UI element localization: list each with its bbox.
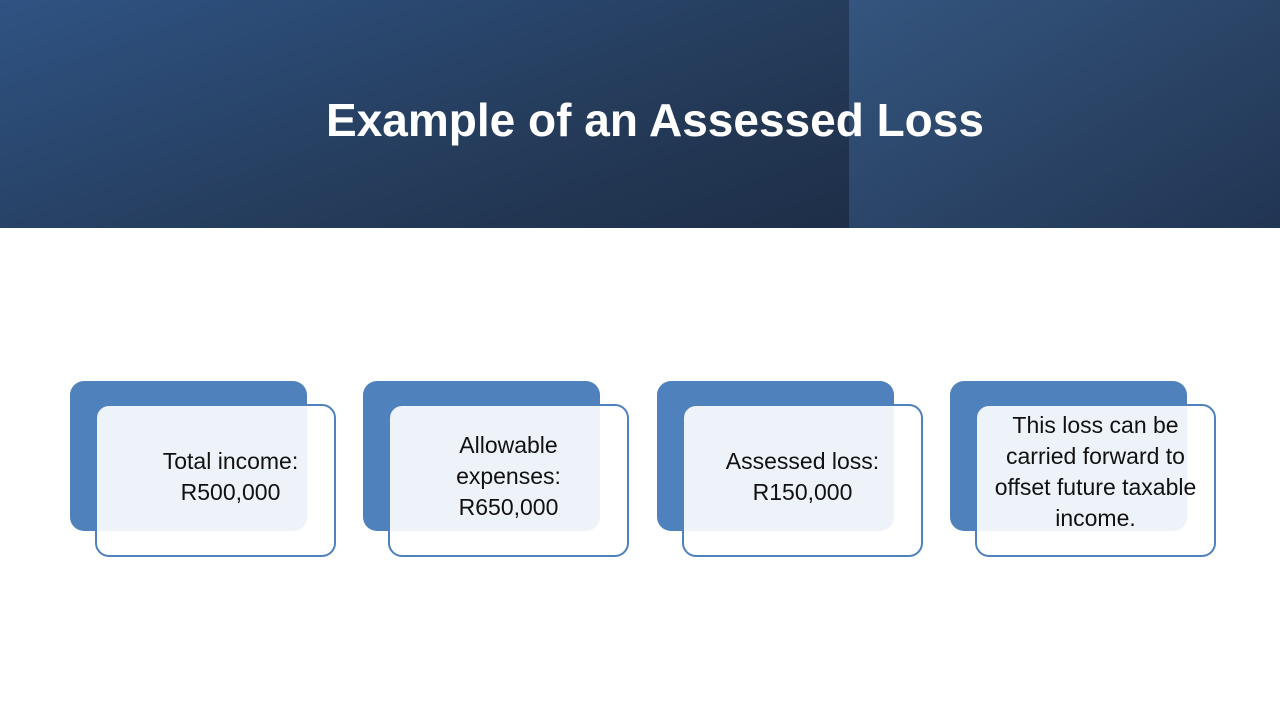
title-banner: Example of an Assessed Loss — [0, 0, 1280, 228]
card-total-income: Total income: R500,000 — [70, 381, 340, 559]
card-front-shape: This loss can be carried forward to offs… — [975, 404, 1216, 557]
card-text: This loss can be carried forward to offs… — [994, 411, 1197, 531]
slide-title: Example of an Assessed Loss — [326, 94, 984, 146]
card-assessed-loss: Assessed loss: R150,000 — [657, 381, 927, 559]
card-carry-forward: This loss can be carried forward to offs… — [950, 381, 1220, 559]
card-allowable-expenses: Allowable expenses: R650,000 — [363, 381, 633, 559]
card-text: Assessed loss: R150,000 — [725, 447, 880, 505]
card-text: Allowable expenses: R650,000 — [456, 432, 561, 520]
card-front-shape: Total income: R500,000 — [95, 404, 336, 557]
card-front-shape: Assessed loss: R150,000 — [682, 404, 923, 557]
card-front-shape: Allowable expenses: R650,000 — [388, 404, 629, 557]
card-text: Total income: R500,000 — [162, 447, 299, 505]
banner-accent-panel — [849, 0, 1280, 228]
